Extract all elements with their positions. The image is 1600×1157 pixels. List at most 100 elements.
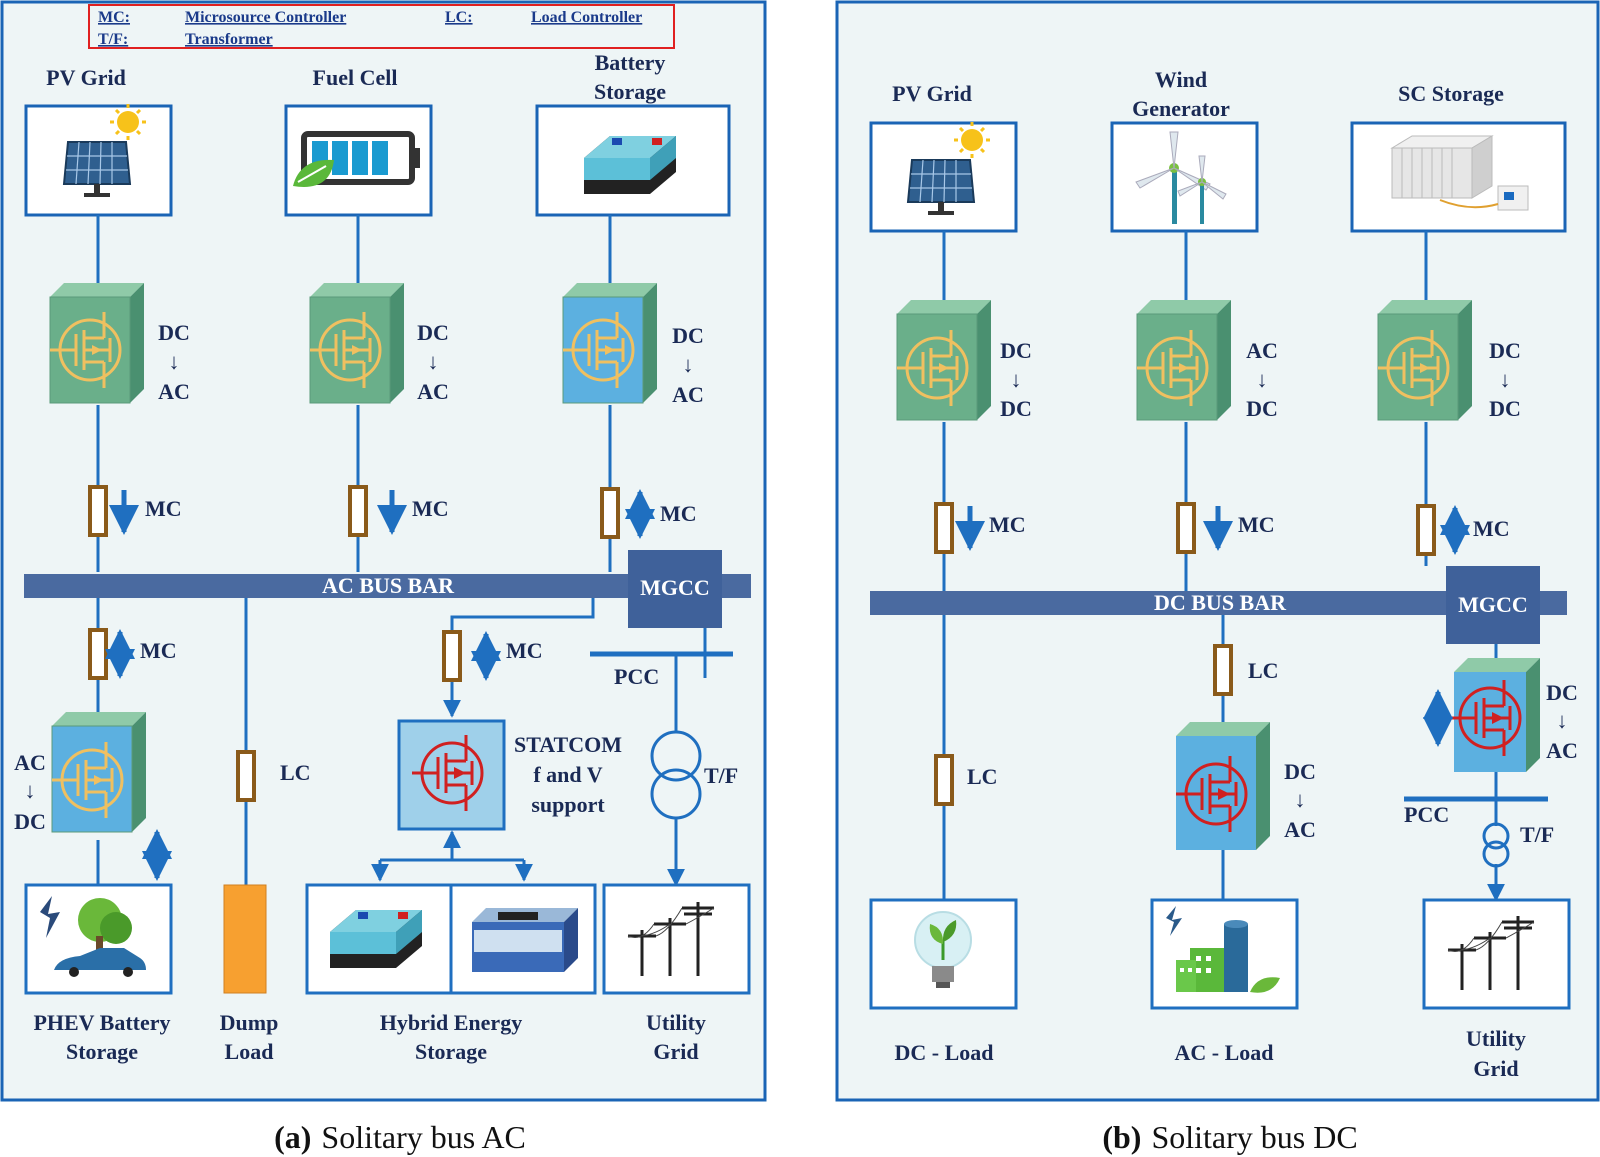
converter-phev-ac-dc bbox=[50, 711, 147, 833]
conv-pv-arrow: ↓ bbox=[169, 349, 180, 374]
conv-phev-top: AC bbox=[14, 750, 46, 775]
mc-resistor-b-sc bbox=[1416, 504, 1436, 556]
statcom-label-3: support bbox=[531, 792, 605, 817]
lightbulb-icon bbox=[914, 911, 972, 988]
dump-load-box bbox=[223, 884, 267, 994]
mc-resistor-pv bbox=[88, 485, 108, 537]
conv-b-ac-top: DC bbox=[1284, 759, 1316, 784]
utility-grid-box-b bbox=[1422, 898, 1571, 1010]
lc-resistor-dump bbox=[236, 750, 256, 802]
conv-b-sc-top: DC bbox=[1489, 338, 1521, 363]
mc-resistor-b-wind bbox=[1176, 502, 1196, 554]
wind-label-2: Generator bbox=[1132, 96, 1230, 121]
utility-b-label-1: Utility bbox=[1466, 1026, 1526, 1051]
dump-label-2: Load bbox=[225, 1039, 274, 1064]
conv-b-grid-bottom: AC bbox=[1546, 738, 1578, 763]
utility-b-label-2: Grid bbox=[1473, 1056, 1518, 1081]
lc-label-dc-load: LC bbox=[967, 764, 998, 789]
sc-storage-label: SC Storage bbox=[1398, 81, 1504, 106]
conv-b-grid-top: DC bbox=[1546, 680, 1578, 705]
dump-label-1: Dump bbox=[220, 1010, 279, 1035]
tf-label-a: T/F bbox=[704, 763, 738, 788]
mgcc-b-label: MGCC bbox=[1458, 592, 1528, 617]
mgcc-a bbox=[628, 550, 722, 628]
statcom-box bbox=[397, 719, 506, 831]
legend-lc-value: Load Controller bbox=[531, 9, 642, 26]
conv-b-ac-arrow: ↓ bbox=[1295, 787, 1306, 812]
wind-box bbox=[1110, 121, 1259, 233]
converter-sc-dc-dc bbox=[1376, 299, 1473, 421]
sc-container-icon bbox=[1390, 135, 1529, 211]
conv-pv-bottom: AC bbox=[158, 379, 190, 404]
phev-label-1: PHEV Battery bbox=[33, 1010, 170, 1035]
ac-bus-label: AC BUS BAR bbox=[322, 573, 455, 598]
mc-resistor-battery bbox=[600, 487, 620, 539]
dc-bus-label: DC BUS BAR bbox=[1154, 590, 1287, 615]
factory-icon bbox=[1166, 906, 1280, 993]
mc-label-pv: MC bbox=[145, 496, 182, 521]
ac-load-label: AC - Load bbox=[1174, 1040, 1273, 1065]
legend-tf-value: Transformer bbox=[185, 31, 273, 48]
converter-pv-dc-ac bbox=[48, 282, 145, 404]
caption-a: (a)Solitary bus AC bbox=[274, 1119, 526, 1155]
conv-b-pv-bottom: DC bbox=[1000, 396, 1032, 421]
utility-a-label-2: Grid bbox=[653, 1039, 698, 1064]
pcc-label-b: PCC bbox=[1404, 802, 1449, 827]
conv-b-ac-bottom: AC bbox=[1284, 817, 1316, 842]
conv-fuel-arrow: ↓ bbox=[428, 349, 439, 374]
converter-battery-dc-ac bbox=[561, 282, 658, 404]
legend-tf-key: T/F: bbox=[98, 31, 128, 48]
mgcc-b bbox=[1446, 566, 1540, 644]
mc-label-b-pv: MC bbox=[989, 512, 1026, 537]
mc-resistor-statcom bbox=[442, 630, 462, 682]
battery-storage-label-2: Storage bbox=[594, 79, 666, 104]
hybrid-label-2: Storage bbox=[415, 1039, 487, 1064]
lc-label-dump: LC bbox=[280, 760, 311, 785]
transformer-a bbox=[650, 730, 702, 820]
wind-label-1: Wind bbox=[1155, 67, 1207, 92]
pv-grid-label: PV Grid bbox=[46, 65, 126, 90]
mc-label-fuel: MC bbox=[412, 496, 449, 521]
conv-bat-arrow: ↓ bbox=[683, 352, 694, 377]
conv-pv-top: DC bbox=[158, 320, 190, 345]
hybrid-label-1: Hybrid Energy bbox=[380, 1010, 522, 1035]
legend-mc-value: Microsource Controller bbox=[185, 9, 346, 26]
converter-grid-dc-ac bbox=[1448, 658, 1540, 772]
tf-label-b: T/F bbox=[1520, 822, 1554, 847]
mc-label-b-wind: MC bbox=[1238, 512, 1275, 537]
dc-load-label: DC - Load bbox=[894, 1040, 993, 1065]
utility-grid-box-a bbox=[602, 883, 751, 995]
pv-grid-b-label: PV Grid bbox=[892, 81, 972, 106]
conv-b-sc-arrow: ↓ bbox=[1500, 367, 1511, 392]
mc-label-battery: MC bbox=[660, 501, 697, 526]
conv-b-pv-arrow: ↓ bbox=[1011, 367, 1022, 392]
phev-car-icon bbox=[40, 896, 146, 977]
mgcc-a-label: MGCC bbox=[640, 575, 710, 600]
fuel-cell-label: Fuel Cell bbox=[313, 65, 398, 90]
pcc-label-a: PCC bbox=[614, 664, 659, 689]
legend-lc-key: LC: bbox=[445, 9, 473, 26]
statcom-label-1: STATCOM bbox=[514, 732, 622, 757]
mc-label-b-sc: MC bbox=[1473, 516, 1510, 541]
lc-resistor-dc-load bbox=[934, 754, 954, 806]
lc-label-ac-load: LC bbox=[1248, 658, 1279, 683]
conv-b-sc-bottom: DC bbox=[1489, 396, 1521, 421]
converter-fuel-dc-ac bbox=[308, 282, 405, 404]
converter-pv-dc-dc bbox=[895, 299, 992, 421]
conv-b-wind-bottom: DC bbox=[1246, 396, 1278, 421]
mc-label-statcom: MC bbox=[506, 638, 543, 663]
conv-bat-bottom: AC bbox=[672, 382, 704, 407]
legend-mc-key: MC: bbox=[98, 9, 130, 26]
wind-turbine-icon bbox=[1135, 131, 1227, 224]
lc-resistor-ac-load bbox=[1213, 644, 1233, 696]
converter-wind-ac-dc bbox=[1135, 299, 1232, 421]
conv-fuel-bottom: AC bbox=[417, 379, 449, 404]
battery-storage-label-1: Battery bbox=[595, 50, 666, 75]
conv-b-grid-arrow: ↓ bbox=[1557, 708, 1568, 733]
caption-b: (b)Solitary bus DC bbox=[1102, 1119, 1357, 1155]
statcom-label-2: f and V bbox=[533, 762, 602, 787]
fuel-cell-icon bbox=[293, 131, 420, 187]
utility-a-label-1: Utility bbox=[646, 1010, 706, 1035]
phev-label-2: Storage bbox=[66, 1039, 138, 1064]
